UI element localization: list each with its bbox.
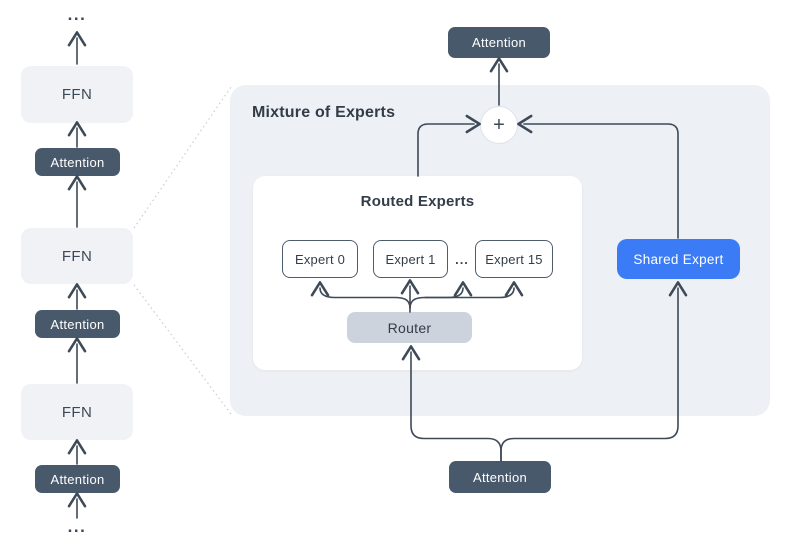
router-label: Router	[387, 319, 432, 336]
expert-0-box: Expert 0	[282, 240, 358, 278]
attention-block-input: Attention	[449, 461, 551, 493]
attention-label: Attention	[50, 471, 105, 487]
attention-label: Attention	[471, 35, 526, 50]
expert-0-label: Expert 0	[294, 251, 345, 267]
expert-15-box: Expert 15	[475, 240, 553, 278]
zoom-connector-bottom-dotted-line	[133, 284, 232, 415]
sum-node: +	[480, 106, 518, 144]
attention-label: Attention	[50, 316, 105, 332]
stack-continues-top-ellipsis: ...	[67, 5, 87, 24]
attention-block-upper: Attention	[35, 148, 120, 176]
expert-1-box: Expert 1	[373, 240, 448, 278]
stack-continues-bottom-ellipsis: ...	[67, 517, 87, 536]
plus-icon: +	[493, 114, 505, 136]
shared-expert-label: Shared Expert	[633, 251, 724, 267]
zoom-connector-top-dotted-line	[133, 86, 232, 229]
ffn-label: FFN	[61, 403, 93, 421]
moe-panel-title: Mixture of Experts	[252, 104, 396, 121]
experts-ellipsis: ...	[455, 251, 469, 267]
expert-15-label: Expert 15	[485, 251, 543, 267]
router-box: Router	[347, 312, 472, 343]
attention-block-output: Attention	[448, 27, 550, 58]
shared-expert-box: Shared Expert	[617, 239, 740, 279]
ffn-label: FFN	[61, 247, 93, 265]
attention-label: Attention	[472, 469, 527, 485]
routed-experts-title: Routed Experts	[360, 193, 475, 210]
ffn-block-bottom: FFN	[21, 384, 133, 440]
attention-block-lower: Attention	[35, 465, 120, 493]
attention-label: Attention	[50, 154, 105, 170]
ffn-label: FFN	[61, 86, 93, 103]
ffn-block-middle-expanded: FFN	[21, 228, 133, 284]
attention-block-middle: Attention	[35, 310, 120, 338]
ffn-block-top: FFN	[21, 66, 133, 123]
expert-1-label: Expert 1	[385, 251, 436, 267]
